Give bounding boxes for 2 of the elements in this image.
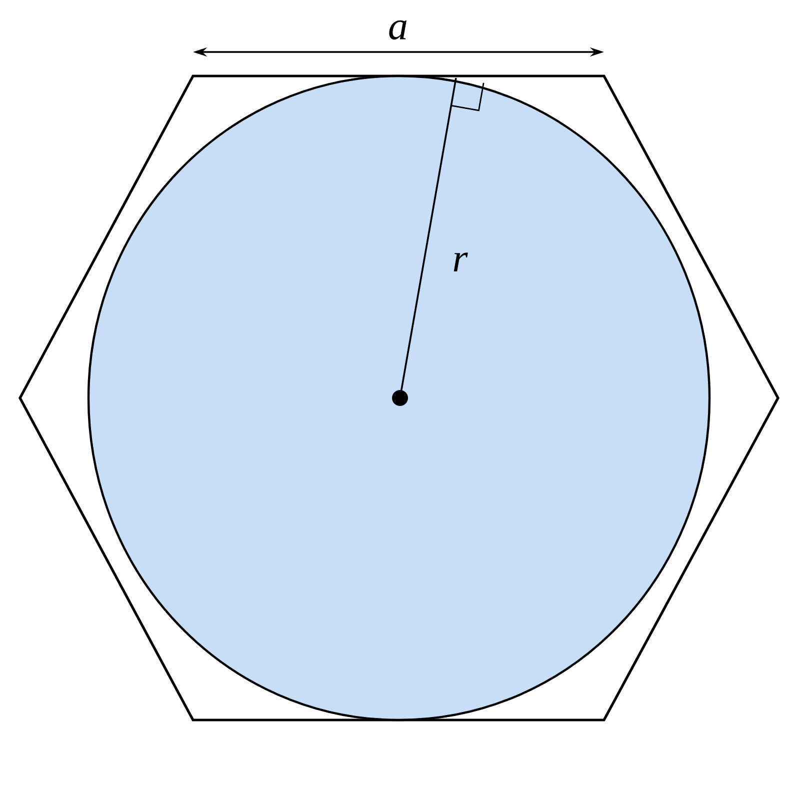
dimension-label: r: [454, 252, 468, 272]
dimension-label: a: [389, 20, 406, 40]
